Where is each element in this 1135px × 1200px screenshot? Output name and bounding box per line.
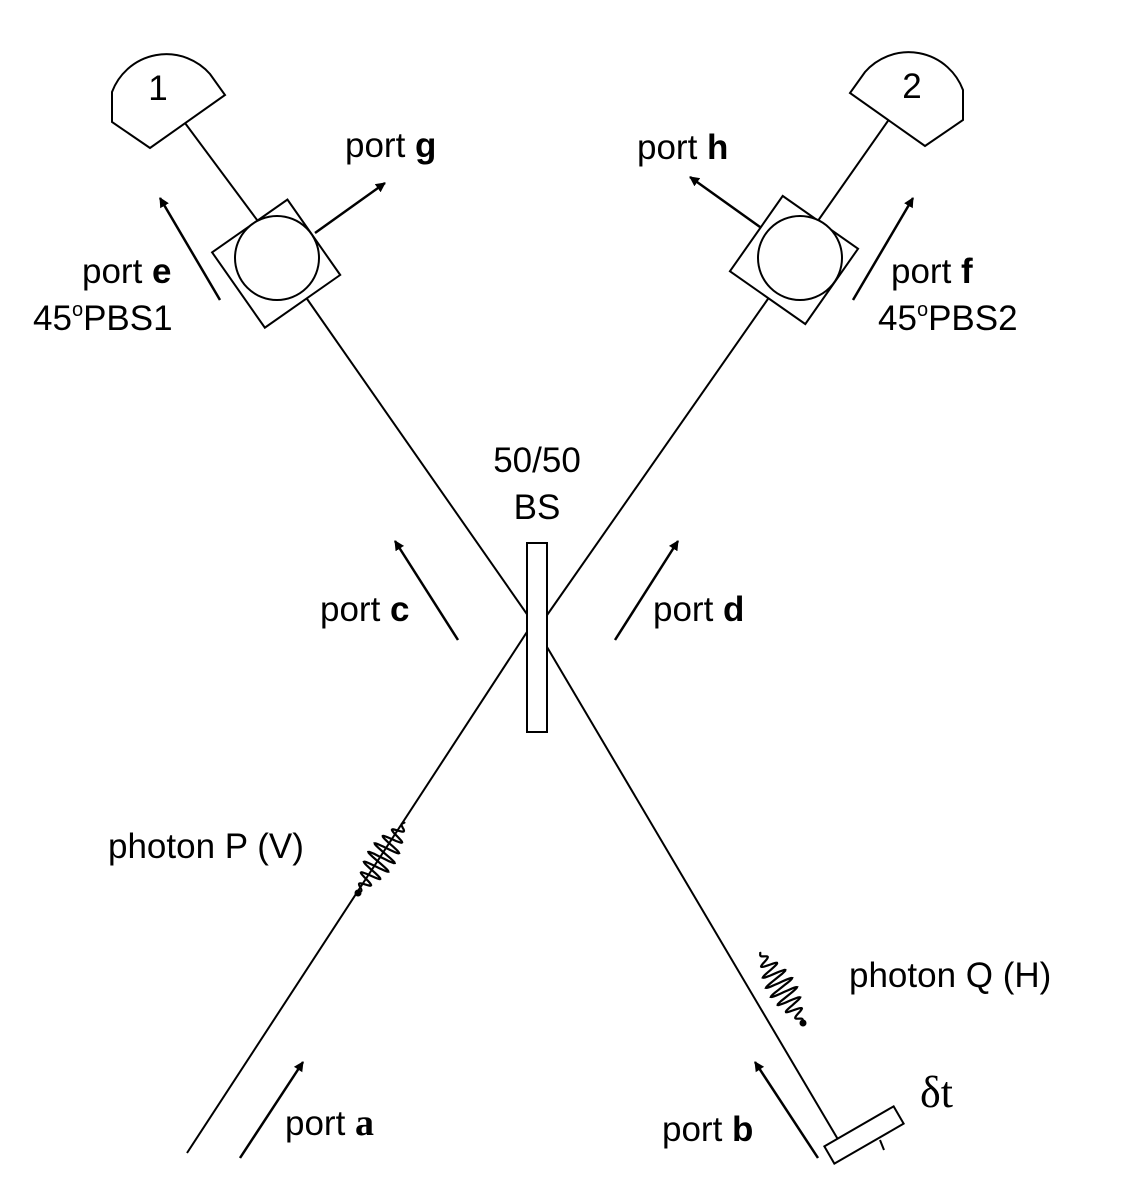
detector-2 [848,51,964,148]
port-c-label: port c [320,590,410,629]
port-h-label: port h [637,128,728,167]
beamsplitter-label-line2: BS [514,488,561,527]
port-b-arrow [753,1061,820,1159]
port-c-arrow [393,540,460,641]
beam-c-to-pbs1 [304,295,539,631]
detector-1 [111,53,227,150]
detector-2-label: 2 [902,67,921,106]
beamsplitter-label-line1: 50/50 [493,441,581,480]
port-e-arrow [158,197,222,301]
port-d-label: port d [653,590,744,629]
beam-a-to-d [186,611,541,1154]
photon-q-label: photon Q (H) [849,956,1051,995]
detector-1-label: 1 [148,69,167,108]
photon-q-dot [799,1019,807,1027]
pbs1-label: 45oPBS1 [33,299,173,338]
port-a-label: port a [285,1102,374,1144]
delay-element [822,1104,906,1166]
photon-p-wavepacket [357,821,406,894]
pbs2 [728,194,860,326]
port-b-label: port b [662,1110,753,1149]
pbs1 [210,198,342,330]
detector-1-fiber [184,122,264,229]
port-g-label: port g [345,126,436,165]
port-f-arrow [851,197,915,301]
photon-p-dot [354,889,362,897]
detector-2-fiber [814,117,891,226]
beam-splitter [526,542,548,733]
port-d-arrow [613,540,680,641]
photon-q-wavepacket [758,951,805,1024]
port-g-arrow [314,181,386,235]
port-f-label: port f [891,252,973,291]
port-h-arrow [689,175,761,229]
port-a-arrow [238,1061,305,1159]
beam-b-to-c [533,624,847,1154]
beam-d-to-pbs2 [544,295,771,619]
pbs2-label: 45oPBS2 [878,299,1018,338]
photon-p-label: photon P (V) [108,827,304,866]
port-e-label: port e [82,252,172,291]
delay-label: δt [920,1068,953,1117]
